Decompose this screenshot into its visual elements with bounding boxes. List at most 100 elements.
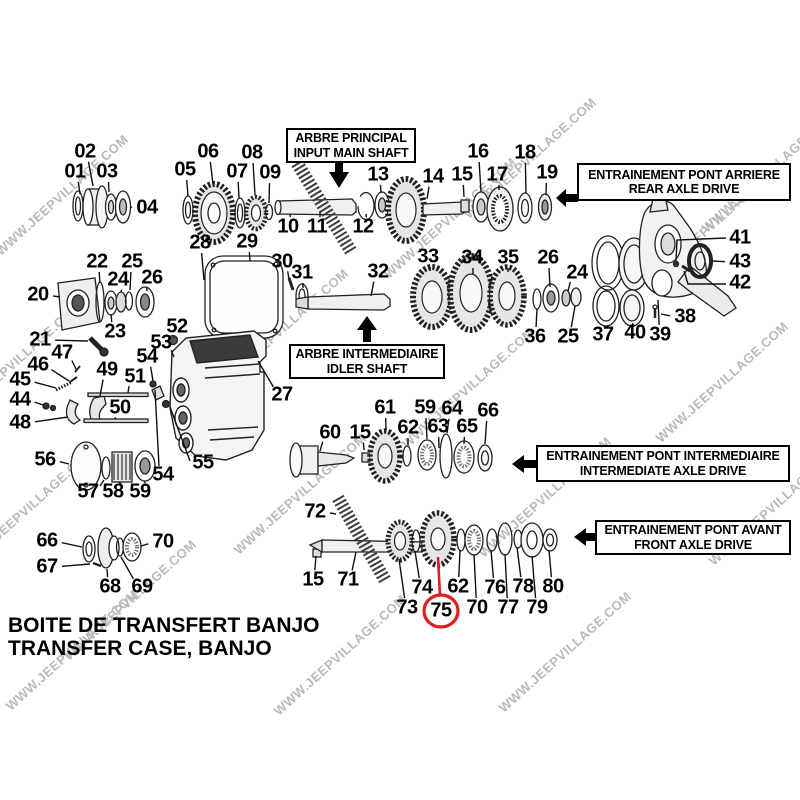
intermediate-axle-drawing: [289, 428, 493, 484]
part-number-46: 46: [27, 353, 49, 376]
callout-line1: ARBRE INTERMEDIAIRE: [295, 347, 439, 361]
part-number-62: 62: [447, 575, 469, 598]
part-number-10: 10: [277, 215, 299, 238]
part-number-54: 54: [136, 345, 158, 368]
part-number-06: 06: [197, 140, 219, 163]
part-number-16: 16: [467, 140, 489, 163]
part-number-76: 76: [484, 576, 506, 599]
part-number-18: 18: [514, 141, 536, 164]
part-number-26: 26: [537, 246, 559, 269]
part-number-04: 04: [136, 196, 158, 219]
part-number-15: 15: [349, 421, 371, 444]
part-number-09: 09: [259, 161, 281, 184]
callout-line1: ENTRAINEMENT PONT INTERMEDIAIRE: [546, 449, 780, 463]
part-number-75: 75: [430, 599, 452, 622]
part-number-40: 40: [624, 321, 646, 344]
rear-axle-drive-drawing: [591, 191, 737, 327]
part-number-19: 19: [536, 161, 558, 184]
leader-lines: [34, 161, 727, 599]
part-number-21: 21: [29, 328, 51, 351]
part-number-56: 56: [34, 448, 56, 471]
part-number-50: 50: [109, 396, 131, 419]
part-number-34: 34: [461, 246, 483, 269]
diagram-title: BOITE DE TRANSFERT BANJO TRANSFER CASE, …: [8, 614, 320, 660]
part-number-67: 67: [36, 555, 58, 578]
part-number-68: 68: [99, 575, 121, 598]
part-number-52: 52: [166, 315, 188, 338]
transfer-case-body-drawing: [169, 330, 267, 461]
rear-axle-drive-arrow: [556, 189, 578, 207]
part-number-13: 13: [367, 163, 389, 186]
part-number-39: 39: [649, 323, 671, 346]
part-number-66: 66: [36, 529, 58, 552]
title-line-english: TRANSFER CASE, BANJO: [8, 636, 272, 660]
part-number-07: 07: [226, 160, 248, 183]
part-number-59: 59: [129, 480, 151, 503]
part-number-03: 03: [96, 160, 118, 183]
part-number-22: 22: [86, 250, 108, 273]
part-number-78: 78: [512, 575, 534, 598]
front-axle-drive-arrow: [574, 528, 596, 546]
part-number-77: 77: [497, 596, 519, 619]
part-number-25: 25: [121, 250, 143, 273]
part-number-38: 38: [674, 305, 696, 328]
part-number-55: 55: [192, 451, 214, 474]
callout-line2: INPUT MAIN SHAFT: [293, 145, 409, 160]
part-number-59: 59: [414, 396, 436, 419]
part-number-49: 49: [96, 358, 118, 381]
part-number-32: 32: [367, 260, 389, 283]
intermediate-axle-drive-arrow: [512, 455, 536, 473]
part-number-79: 79: [526, 596, 548, 619]
callout-line2: FRONT AXLE DRIVE: [634, 537, 752, 552]
part-number-60: 60: [319, 421, 341, 444]
part-number-23: 23: [104, 320, 126, 343]
part-number-45: 45: [9, 368, 31, 391]
part-number-33: 33: [417, 245, 439, 268]
part-number-69: 69: [131, 575, 153, 598]
part-number-64: 64: [441, 397, 463, 420]
callout-line2: IDLER SHAFT: [326, 361, 408, 376]
part-number-53: 53: [150, 331, 172, 354]
part-number-63: 63: [427, 415, 449, 438]
part-number-42: 42: [729, 271, 751, 294]
part-number-24: 24: [566, 261, 588, 284]
part-number-30: 30: [271, 250, 293, 273]
part-number-25: 25: [557, 325, 579, 348]
part-number-35: 35: [497, 246, 519, 269]
cover-and-bearings-drawing: [70, 441, 156, 491]
part-number-74: 74: [411, 576, 433, 599]
part-number-11: 11: [306, 215, 328, 238]
title-line-french: BOITE DE TRANSFERT BANJO: [8, 614, 320, 637]
part-number-24: 24: [107, 268, 129, 291]
part-number-72: 72: [304, 500, 326, 523]
part-number-62: 62: [397, 416, 419, 439]
part-number-43: 43: [729, 250, 751, 273]
part-number-80: 80: [542, 575, 564, 598]
part-number-61: 61: [374, 396, 396, 419]
part-number-51: 51: [124, 365, 146, 388]
part-number-48: 48: [9, 411, 31, 434]
part-number-26: 26: [141, 266, 163, 289]
part-number-66: 66: [477, 399, 499, 422]
part-number-36: 36: [524, 325, 546, 348]
idler-shaft-arrow: [357, 316, 377, 342]
part-number-02: 02: [74, 140, 96, 163]
part-number-01: 01: [64, 160, 86, 183]
input-main-shaft-arrow: [329, 160, 349, 188]
part-number-12: 12: [352, 215, 374, 238]
part-number-31: 31: [291, 261, 313, 284]
part-number-29: 29: [236, 230, 258, 253]
part-number-71: 71: [337, 568, 359, 591]
callout-line1: ARBRE PRINCIPAL: [295, 131, 407, 145]
part-number-20: 20: [27, 283, 49, 306]
callout-line1: ENTRAINEMENT PONT ARRIERE: [588, 167, 780, 182]
part-number-14: 14: [422, 165, 444, 188]
part-number-70: 70: [152, 530, 174, 553]
part-number-47: 47: [51, 341, 73, 364]
part-number-37: 37: [592, 323, 614, 346]
part-number-54: 54: [152, 463, 174, 486]
